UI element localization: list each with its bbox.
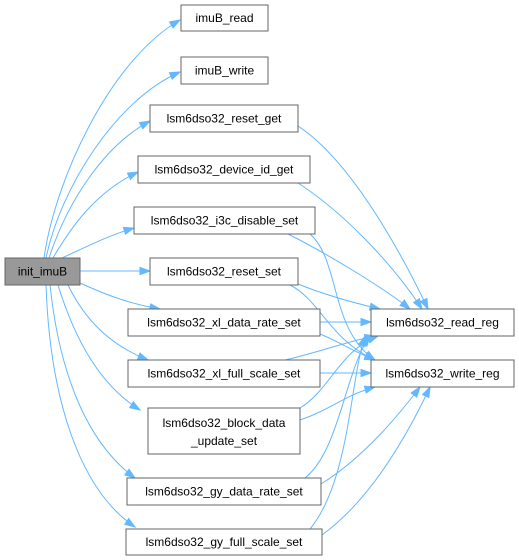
node-label: lsm6dso32_xl_full_scale_set: [148, 367, 301, 381]
node-label: lsm6dso32_device_id_get: [155, 163, 294, 177]
node-label: lsm6dso32_gy_data_rate_set: [145, 485, 303, 499]
edge-lsm6dso32-gy-full-scale-set-to-lsm6dso32-read-reg: [309, 334, 366, 530]
node-init-imub[interactable]: init_imuB: [4, 257, 81, 286]
edge-line: [320, 386, 421, 485]
node-lsm6dso32-xl-full-scale-set[interactable]: lsm6dso32_xl_full_scale_set: [127, 359, 321, 388]
edge-lsm6dso32-xl-data-rate-set-to-lsm6dso32-write-reg: [319, 333, 377, 361]
edge-init-imub-to-lsm6dso32-gy-data-rate-set: [49, 284, 137, 479]
edge-arrowhead: [360, 368, 373, 378]
edge-lsm6dso32-block-data-update-set-to-lsm6dso32-write-reg: [299, 385, 377, 421]
edge-line: [287, 233, 411, 310]
edge-line: [321, 386, 431, 536]
edge-arrowhead: [138, 120, 152, 130]
edge-line: [57, 284, 141, 411]
edge-lsm6dso32-xl-full-scale-set-to-lsm6dso32-write-reg: [320, 368, 373, 378]
edge-lsm6dso32-device-id-get-to-lsm6dso32-read-reg: [297, 182, 423, 311]
edge-arrowhead: [139, 266, 152, 276]
node-lsm6dso32-i3c-disable-set[interactable]: lsm6dso32_i3c_disable_set: [133, 206, 316, 235]
edge-line: [297, 283, 381, 310]
edge-init-imub-to-lsm6dso32-reset-set: [80, 266, 152, 276]
edge-lsm6dso32-gy-data-rate-set-to-lsm6dso32-write-reg: [320, 385, 421, 485]
edge-line: [45, 284, 136, 528]
node-label: lsm6dso32_gy_full_scale_set: [146, 535, 303, 549]
edge-layer: [43, 19, 431, 536]
node-label-line-1: lsm6dso32_block_data: [163, 416, 286, 430]
edge-arrowhead: [412, 297, 423, 311]
edge-init-imub-to-lsm6dso32-gy-full-scale-set: [45, 284, 137, 528]
node-lsm6dso32-xl-data-rate-set[interactable]: lsm6dso32_xl_data_rate_set: [127, 308, 321, 337]
node-label: imuB_read: [195, 11, 253, 25]
edge-arrowhead: [126, 171, 140, 181]
edge-line: [297, 125, 429, 310]
edge-init-imub-to-lsm6dso32-block-data-update-set: [57, 284, 142, 411]
edge-arrowhead: [360, 317, 373, 327]
edge-lsm6dso32-reset-set-to-lsm6dso32-read-reg: [297, 283, 382, 311]
edge-line: [304, 335, 371, 479]
edge-line: [61, 227, 135, 259]
edge-lsm6dso32-gy-data-rate-set-to-lsm6dso32-read-reg: [304, 334, 371, 479]
edge-arrowhead: [399, 299, 412, 310]
edge-line: [67, 284, 149, 361]
node-label: init_imuB: [18, 265, 67, 279]
node-layer: init_imuB imuB_read imuB_write lsm6dso32…: [4, 4, 515, 556]
node-label: lsm6dso32_write_reg: [385, 367, 499, 381]
edge-line: [45, 71, 181, 259]
edge-init-imub-to-lsm6dso32-device-id-get: [52, 171, 140, 259]
edge-line: [43, 19, 181, 259]
edge-arrowhead: [363, 352, 377, 361]
edge-line: [52, 171, 139, 259]
edge-arrowhead: [419, 297, 429, 311]
edge-line: [79, 282, 161, 310]
node-imub-write[interactable]: imuB_write: [180, 56, 269, 85]
node-label-line-2: _update_set: [190, 434, 258, 448]
edge-lsm6dso32-reset-get-to-lsm6dso32-read-reg: [297, 125, 429, 311]
node-label: lsm6dso32_reset_get: [167, 112, 282, 126]
edge-line: [309, 335, 366, 530]
edge-lsm6dso32-xl-data-rate-set-to-lsm6dso32-read-reg: [320, 317, 373, 327]
edge-arrowhead: [363, 385, 377, 394]
node-lsm6dso32-reset-set[interactable]: lsm6dso32_reset_set: [149, 257, 299, 286]
edge-arrowhead: [357, 334, 366, 348]
edge-init-imub-to-lsm6dso32-reset-get: [48, 120, 152, 259]
node-label: lsm6dso32_read_reg: [386, 316, 499, 330]
edge-init-imub-to-lsm6dso32-i3c-disable-set: [61, 226, 136, 259]
edge-init-imub-to-imub-read: [43, 19, 182, 259]
node-lsm6dso32-write-reg[interactable]: lsm6dso32_write_reg: [370, 359, 515, 388]
node-lsm6dso32-read-reg[interactable]: lsm6dso32_read_reg: [370, 308, 515, 337]
edge-init-imub-to-imub-write: [45, 71, 182, 259]
node-label: lsm6dso32_i3c_disable_set: [151, 214, 299, 228]
edge-arrowhead: [168, 71, 182, 81]
edge-arrowhead: [124, 468, 137, 479]
node-lsm6dso32-gy-data-rate-set[interactable]: lsm6dso32_gy_data_rate_set: [126, 477, 322, 506]
edge-line: [48, 120, 151, 259]
edge-arrowhead: [168, 19, 182, 29]
edge-arrowhead: [122, 226, 136, 235]
edge-line: [49, 284, 136, 479]
node-lsm6dso32-block-data-update-set[interactable]: lsm6dso32_block_data _update_set: [147, 407, 301, 455]
edge-line: [297, 182, 423, 310]
edge-arrowhead: [410, 385, 421, 398]
edge-lsm6dso32-i3c-disable-set-to-lsm6dso32-read-reg: [287, 233, 412, 310]
edge-arrowhead: [421, 385, 431, 399]
edge-line: [299, 386, 376, 421]
node-imub-read[interactable]: imuB_read: [180, 4, 269, 32]
edge-line: [289, 284, 376, 361]
edge-arrowhead: [136, 352, 150, 361]
edge-lsm6dso32-gy-full-scale-set-to-lsm6dso32-write-reg: [321, 385, 431, 536]
node-lsm6dso32-gy-full-scale-set[interactable]: lsm6dso32_gy_full_scale_set: [125, 528, 323, 556]
node-lsm6dso32-device-id-get[interactable]: lsm6dso32_device_id_get: [137, 155, 311, 184]
edge-arrowhead: [128, 400, 142, 411]
node-label: lsm6dso32_xl_data_rate_set: [147, 316, 301, 330]
edge-init-imub-to-lsm6dso32-xl-data-rate-set: [79, 282, 162, 312]
node-lsm6dso32-reset-get[interactable]: lsm6dso32_reset_get: [149, 104, 299, 133]
edge-arrowhead: [123, 517, 137, 528]
node-label: imuB_write: [195, 64, 255, 78]
node-label: lsm6dso32_reset_set: [167, 265, 282, 279]
